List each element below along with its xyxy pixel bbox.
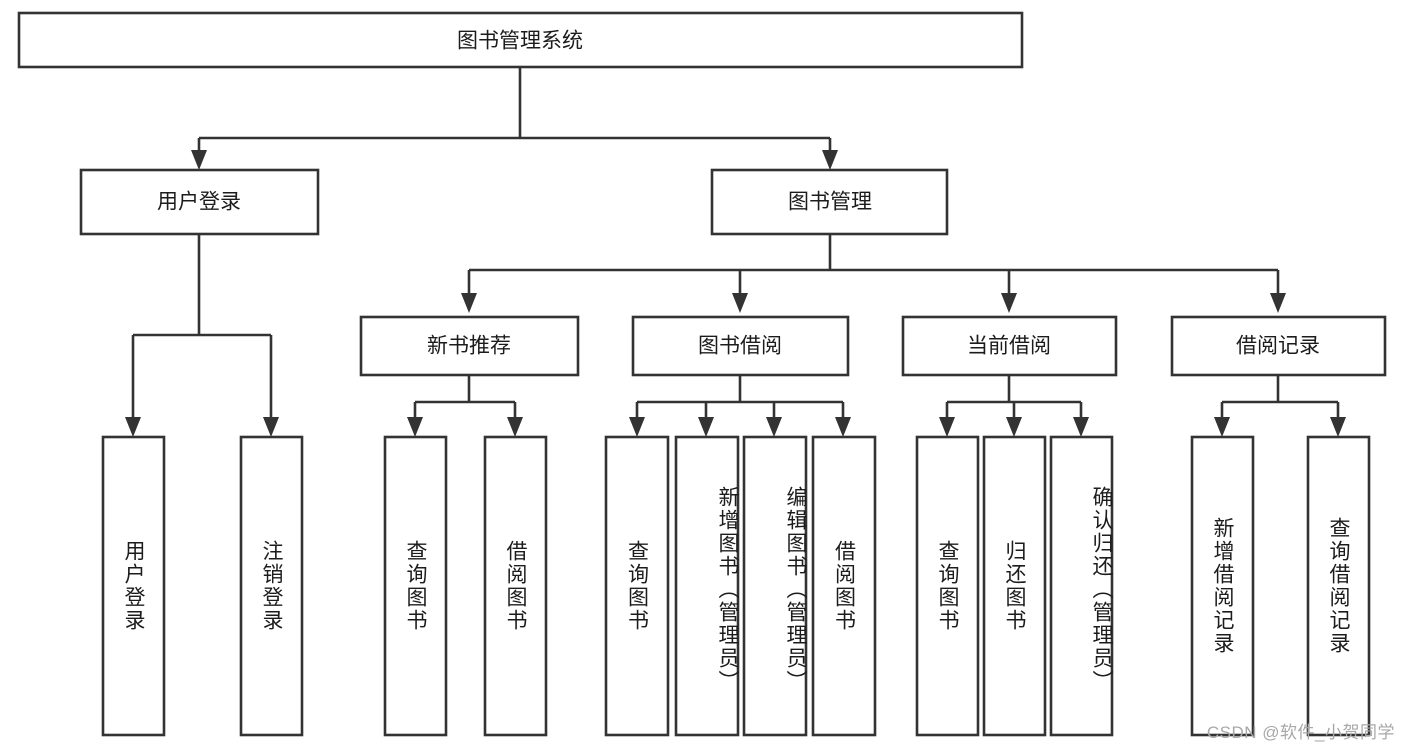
arrow-head-leaf-logout: [263, 417, 279, 437]
node-current-borrow-box[interactable]: [901, 315, 1118, 377]
watermark-text: CSDN @软件_小贺同学: [1206, 723, 1395, 742]
node-book-management[interactable]: 图书管理: [710, 168, 949, 236]
node-user-login-box[interactable]: [79, 168, 320, 236]
arrow-head-leaf-br-2: [1330, 417, 1346, 437]
leaf-box-nb-query-book[interactable]: [383, 435, 448, 737]
node-user-login-label: 用户登录: [157, 191, 241, 214]
arrow-head-bookborrow: [732, 293, 748, 313]
leaf-box-cb-query-book[interactable]: [915, 435, 980, 737]
node-book-management-label: 图书管理: [788, 191, 872, 214]
node-current-borrow[interactable]: 当前借阅: [901, 315, 1118, 377]
leaf-box-nb-borrow-book[interactable]: [483, 435, 548, 737]
node-book-management-box[interactable]: [710, 168, 949, 236]
arrow-head-currentborrow: [1001, 293, 1017, 313]
node-title[interactable]: 图书管理系统: [17, 11, 1024, 69]
leaf-box-cb-confirm-return[interactable]: [1049, 435, 1114, 737]
arrow-head-leaf-nb-2: [507, 417, 523, 437]
node-new-book-recommend-label: 新书推荐: [427, 335, 511, 358]
node-borrow-record[interactable]: 借阅记录: [1170, 315, 1387, 377]
arrow-head-leaf-bb-4: [835, 417, 851, 437]
leaf-box-br-add-record[interactable]: [1190, 435, 1255, 737]
arrow-head-leaf-nb-1: [407, 417, 423, 437]
leaf-box-bb-query-book[interactable]: [604, 435, 670, 737]
node-borrow-record-box[interactable]: [1170, 315, 1387, 377]
node-borrow-record-label: 借阅记录: [1236, 335, 1320, 358]
arrow-head-leaf-cb-2: [1006, 417, 1022, 437]
node-user-login[interactable]: 用户登录: [79, 168, 320, 236]
leaf-box-bb-edit-book[interactable]: [742, 435, 808, 737]
node-current-borrow-label: 当前借阅: [967, 335, 1051, 358]
leaf-box-br-query-record[interactable]: [1306, 435, 1371, 737]
arrow-head-leaf-bb-2: [698, 417, 714, 437]
arrow-head-newbook: [461, 293, 477, 313]
node-title-box[interactable]: [17, 11, 1024, 69]
arrow-head-leaf-bb-3: [766, 417, 782, 437]
node-new-book-recommend[interactable]: 新书推荐: [359, 315, 580, 377]
arrow-head-leaf-user-login: [125, 417, 141, 437]
arrow-head-leaf-cb-3: [1073, 417, 1089, 437]
node-new-book-recommend-box[interactable]: [359, 315, 580, 377]
leaf-box-cb-return-book[interactable]: [982, 435, 1047, 737]
arrow-head-leaf-bb-1: [629, 417, 645, 437]
leaf-box-bb-add-book[interactable]: [674, 435, 740, 737]
node-book-borrow-box[interactable]: [631, 315, 850, 377]
leaf-box-logout[interactable]: [239, 435, 304, 737]
node-book-borrow-label: 图书借阅: [698, 335, 782, 358]
connector-group: [125, 67, 1346, 437]
arrow-head-userlogin: [191, 150, 207, 170]
leaf-box-bb-borrow-book[interactable]: [811, 435, 877, 737]
node-book-borrow[interactable]: 图书借阅: [631, 315, 850, 377]
arrow-head-borrowrecord: [1270, 293, 1286, 313]
arrow-head-bookmgmt: [822, 150, 838, 170]
arrow-head-leaf-cb-1: [939, 417, 955, 437]
node-title-label: 图书管理系统: [457, 30, 583, 53]
arrow-head-leaf-br-1: [1214, 417, 1230, 437]
leaf-box-user-login[interactable]: [101, 435, 166, 737]
